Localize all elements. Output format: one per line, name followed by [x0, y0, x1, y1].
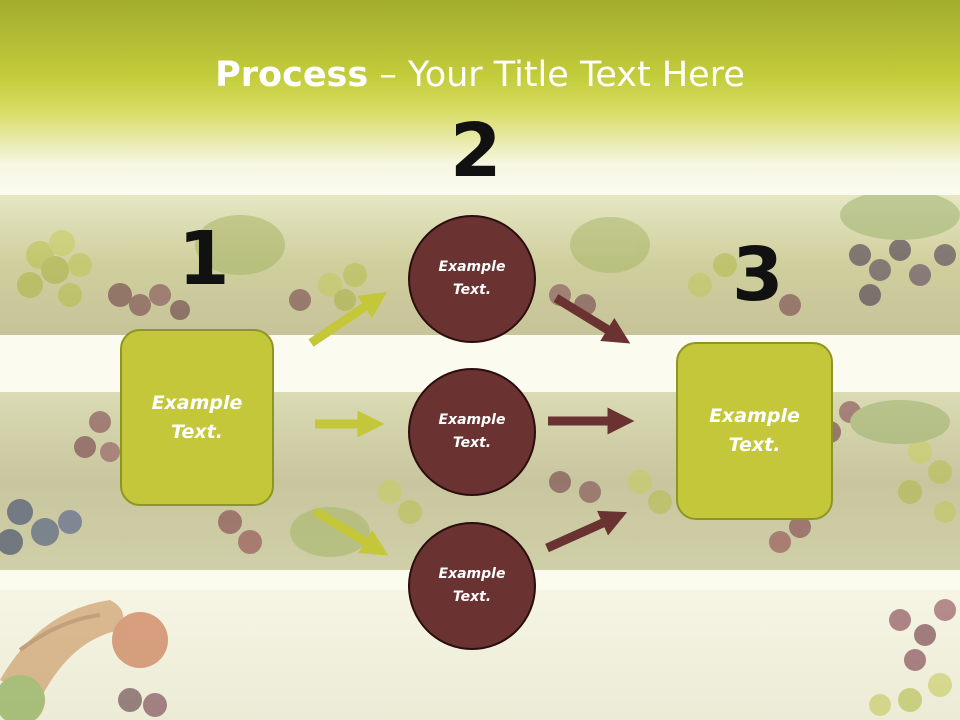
circle-middle-line1: Example: [438, 412, 506, 428]
arrow-right-up-icon: [545, 510, 628, 553]
grape-cluster-image: [0, 400, 956, 557]
title-bold: Process: [215, 55, 369, 95]
grape-cluster-image: [17, 195, 960, 320]
circle-bottom-line2: Text.: [452, 589, 492, 605]
circle-bottom-line1: Example: [438, 566, 506, 582]
left-box-line2: Text.: [171, 420, 223, 443]
step-number-2: 2: [450, 108, 502, 194]
title-band: [0, 0, 960, 200]
arrow-right-down-icon: [553, 294, 631, 344]
title-rest: – Your Title Text Here: [368, 55, 745, 95]
left-box-line1: Example: [151, 391, 243, 414]
circle-top[interactable]: Example Text.: [408, 215, 536, 343]
left-text-box[interactable]: Example Text.: [120, 329, 274, 506]
right-box-line2: Text.: [728, 434, 781, 456]
circle-bottom[interactable]: Example Text.: [408, 522, 536, 650]
slide-title: Process – Your Title Text Here: [0, 52, 960, 98]
circle-middle[interactable]: Example Text.: [408, 368, 536, 496]
step-number-1: 1: [178, 216, 230, 302]
step-number-3: 3: [732, 232, 784, 318]
arrow-right-down-icon: [312, 507, 389, 556]
basket-image: [0, 599, 956, 720]
arrow-right-up-icon: [308, 291, 387, 347]
circle-middle-line2: Text.: [452, 435, 492, 451]
right-text-box[interactable]: Example Text.: [676, 342, 833, 520]
circle-top-line1: Example: [438, 259, 506, 275]
right-box-line1: Example: [709, 405, 800, 427]
circle-top-line2: Text.: [452, 282, 492, 298]
